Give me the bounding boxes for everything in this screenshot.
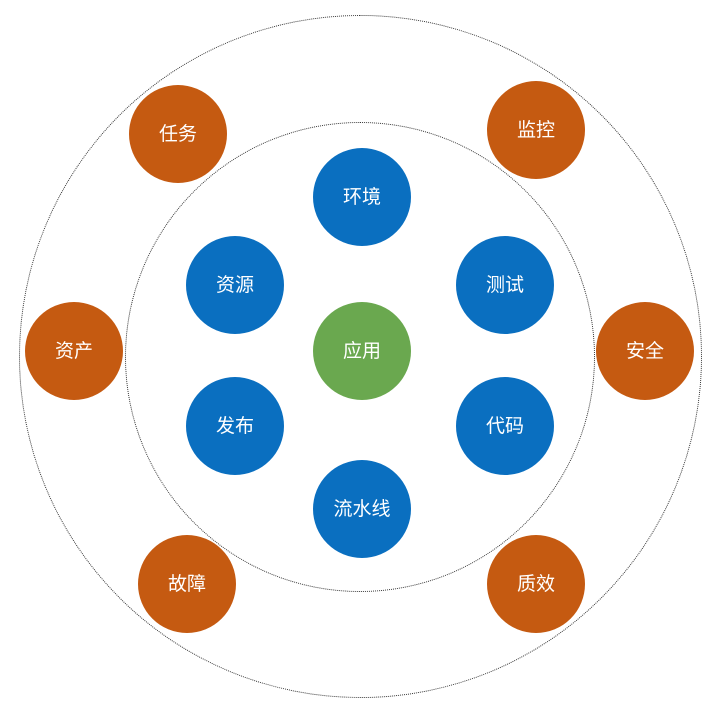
outer-node-label: 故障: [167, 573, 206, 595]
inner-node-label: 流水线: [333, 498, 391, 520]
inner-node-testing: 测试: [456, 236, 554, 334]
inner-node-environment: 环境: [313, 148, 411, 246]
inner-node-code: 代码: [456, 377, 554, 475]
outer-node-assets: 资产: [25, 302, 123, 400]
outer-node-quality: 质效: [487, 535, 585, 633]
outer-ring: [19, 15, 702, 698]
outer-node-security: 安全: [596, 302, 694, 400]
inner-node-label: 发布: [215, 415, 254, 437]
inner-node-label: 代码: [485, 415, 524, 437]
inner-ring: [125, 122, 595, 592]
outer-node-label: 监控: [516, 119, 555, 141]
inner-node-resources: 资源: [186, 236, 284, 334]
outer-node-label: 安全: [625, 340, 664, 362]
outer-node-label: 任务: [158, 123, 197, 145]
inner-node-label: 测试: [485, 274, 524, 296]
inner-node-release: 发布: [186, 377, 284, 475]
outer-node-incident: 故障: [138, 535, 236, 633]
outer-node-monitoring: 监控: [487, 81, 585, 179]
outer-node-label: 质效: [516, 573, 555, 595]
outer-node-label: 资产: [54, 340, 93, 362]
inner-node-label: 环境: [342, 186, 381, 208]
inner-node-pipeline: 流水线: [313, 460, 411, 558]
outer-node-tasks: 任务: [129, 85, 227, 183]
core-node-app: 应用: [313, 302, 411, 400]
inner-node-label: 资源: [215, 274, 254, 296]
core-node-label: 应用: [342, 340, 381, 362]
